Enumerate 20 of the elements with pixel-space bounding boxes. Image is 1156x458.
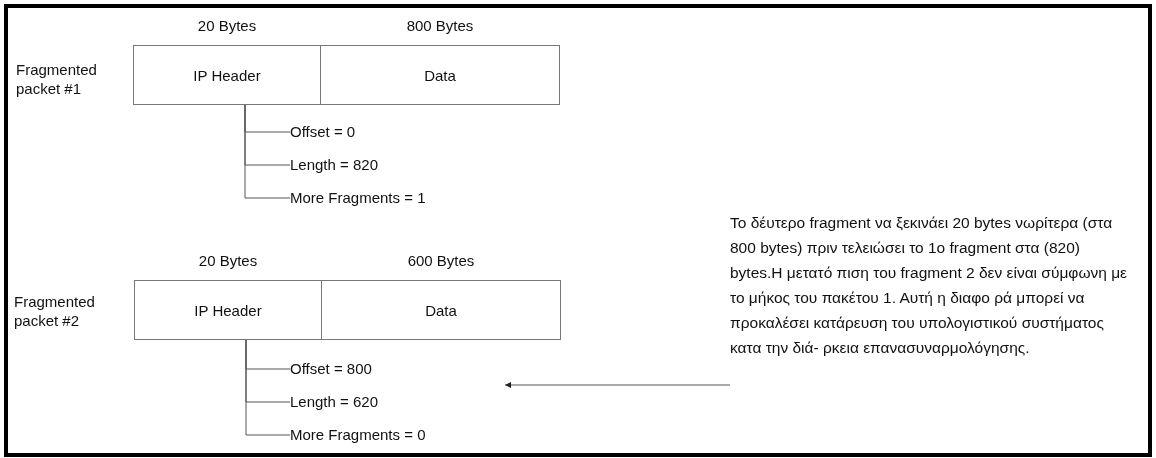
size-label: 20 Bytes	[196, 17, 258, 34]
field-label: Data	[424, 66, 456, 84]
bracket-line	[244, 104, 291, 199]
row-label: Fragmented packet #1	[16, 60, 98, 98]
field-label: Data	[425, 301, 457, 319]
size-label: 20 Bytes	[197, 252, 259, 269]
field-value-text: More Fragments = 1	[290, 189, 426, 207]
arrow	[504, 382, 731, 388]
size-label: 800 Bytes	[405, 17, 475, 34]
note-text: Το δέυτερο fragment να ξεκινάει 20 bytes νωρίτερα (στα 800 bytes) πριν τελειώσει το 1ο fragment στα (820) bytes.Η μετατό πιση του fragment 2 δεν είναι σύμφωνη με το μήκος του πακέτου 1. Αυτή η διαφο ρά μπορεί να προκαλέσει κατάρευση του υπολογιστικού συστήματος κατα την διά- ρκεια επανασυναρμολόγησης.	[730, 210, 1130, 360]
field-value-text: Offset = 800	[290, 360, 372, 378]
field-value-text: More Fragments = 0	[290, 426, 426, 444]
size-label: 600 Bytes	[406, 252, 476, 269]
field-value-text: Length = 620	[290, 393, 378, 411]
field-value-text: Length = 820	[290, 156, 378, 174]
bracket-line	[245, 339, 291, 436]
row-label: Fragmented packet #2	[14, 292, 96, 330]
field-value-text: Offset = 0	[290, 123, 356, 141]
field-label: IP Header	[194, 301, 262, 319]
field-label: IP Header	[193, 66, 261, 84]
